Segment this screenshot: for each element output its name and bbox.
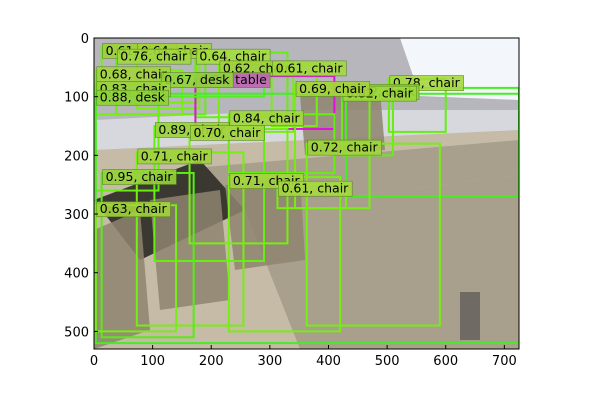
y-tick-label: 200	[64, 149, 89, 164]
detection-label-background	[229, 110, 304, 127]
detection-label: 0.95, chair	[102, 169, 177, 185]
detection-label: 0.84, chair	[229, 110, 304, 127]
detection-label-text: 0.84, chair	[233, 110, 301, 125]
x-axis: 0 100 200 300 400 500 600 700	[90, 345, 517, 369]
y-tick-label: 0	[81, 32, 89, 47]
x-tick-label: 500	[375, 354, 400, 369]
detection-label-background	[116, 48, 192, 65]
chair-back-center	[150, 190, 230, 310]
detection-label: 0.67, desk	[160, 72, 234, 88]
y-axis: 0 100 200 300 400 500	[64, 32, 98, 340]
x-tick-label: 600	[433, 354, 458, 369]
y-tick-label: 100	[64, 91, 89, 106]
detection-label-text: 0.61, chair	[276, 60, 344, 75]
table-top-front	[245, 175, 519, 349]
axes-frame	[93, 37, 520, 350]
detection-label: 0.69, chair	[295, 81, 371, 97]
detection-label-text: 0.68, chair	[100, 66, 168, 81]
snack-bag	[460, 292, 480, 340]
detection-label-background	[102, 169, 177, 185]
detection-label-background	[190, 125, 265, 141]
detection-label-background	[96, 201, 171, 218]
detection-label-background	[137, 148, 212, 165]
detection-label: 0.61, chair	[278, 180, 353, 197]
detection-label: 0.64, chair	[196, 49, 271, 65]
detection-label-text: 0.72, chair	[311, 140, 379, 155]
x-tick-label: 300	[257, 354, 282, 369]
chair-back-right	[225, 175, 305, 270]
detection-label-text: 0.70, chair	[194, 125, 262, 140]
detection-label-background	[160, 72, 234, 88]
detection-label-background	[307, 139, 382, 156]
detection-label: 0.88, desk	[96, 89, 169, 106]
y-tick-label: 400	[64, 267, 89, 282]
x-tick-label: 700	[492, 354, 517, 369]
detection-label-text: 0.67, desk	[164, 72, 230, 87]
detection-label: 0.71, chair	[137, 148, 212, 165]
detection-label-text: 0.71, chair	[141, 148, 209, 163]
detection-label-text: 0.76, chair	[120, 49, 188, 64]
detection-label-text: 0.95, chair	[106, 169, 174, 184]
detection-label-background	[96, 89, 169, 106]
detection-label-text: 0.61, chair	[281, 181, 349, 196]
detection-label-background	[278, 180, 353, 197]
x-tick-label: 200	[199, 354, 224, 369]
detection-label-text: 0.63, chair	[100, 201, 168, 216]
y-tick-label: 500	[64, 325, 89, 340]
x-tick-label: 0	[90, 354, 98, 369]
detection-label: 0.76, chair	[116, 48, 192, 65]
detection-label: 0.72, chair	[307, 139, 382, 156]
y-tick-label: 300	[64, 208, 89, 223]
detection-label: 0.61, chair	[272, 60, 347, 77]
x-tick-label: 100	[140, 354, 165, 369]
detection-label-text: 0.88, desk	[100, 90, 166, 105]
detection-label: 0.63, chair	[96, 201, 171, 218]
detection-label-text: 0.64, chair	[199, 49, 267, 64]
detection-label-background	[295, 81, 371, 97]
detection-label-background	[272, 60, 347, 77]
x-tick-label: 400	[316, 354, 341, 369]
detection-label: 0.68, chair	[96, 66, 171, 83]
detection-label: 0.70, chair	[190, 125, 265, 141]
detection-label-text: 0.69, chair	[299, 81, 367, 96]
